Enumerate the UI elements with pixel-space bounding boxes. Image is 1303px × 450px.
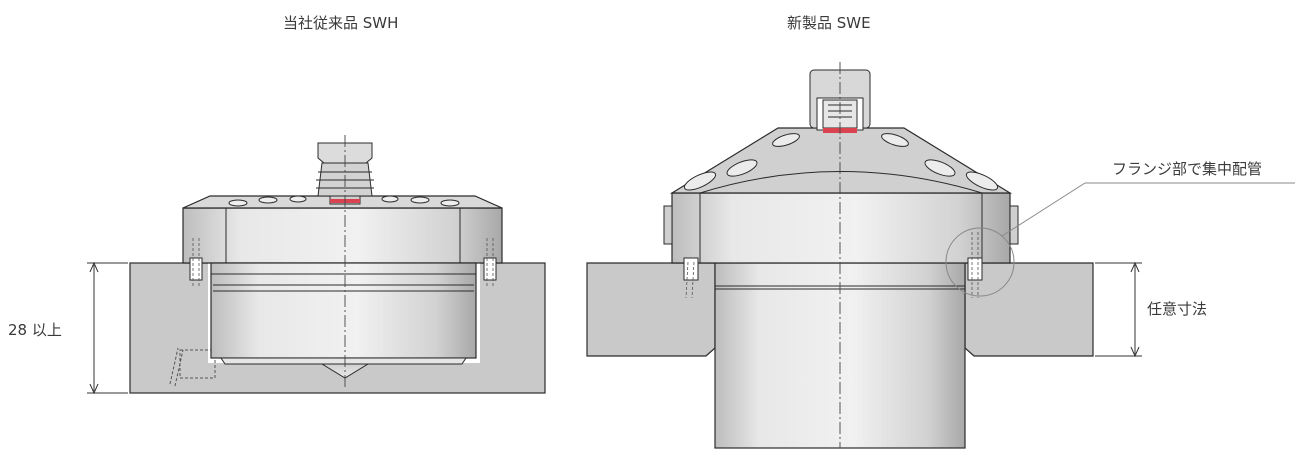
swe-flange-ports — [683, 133, 999, 191]
left-dimension-label: 28 以上 — [8, 321, 62, 339]
callout-label: フランジ部で集中配管 — [1112, 160, 1263, 178]
swh-hidden-port — [179, 349, 216, 379]
swe-dimension — [1095, 261, 1142, 358]
right-title: 新製品 SWE — [787, 14, 871, 32]
swh-top-fitting — [316, 142, 374, 205]
callout-leader — [945, 182, 1295, 297]
swe-assembly — [586, 62, 1094, 449]
swh-flange — [182, 207, 503, 264]
right-dimension-label: 任意寸法 — [1147, 300, 1208, 318]
swh-body — [210, 262, 477, 359]
swe-flange — [671, 192, 1011, 264]
left-title: 当社従来品 SWH — [283, 14, 399, 32]
swe-mounting-plate-right — [964, 262, 1094, 357]
swe-dome — [669, 127, 1013, 194]
swh-assembly — [129, 135, 546, 394]
swh-dimension — [87, 261, 128, 395]
